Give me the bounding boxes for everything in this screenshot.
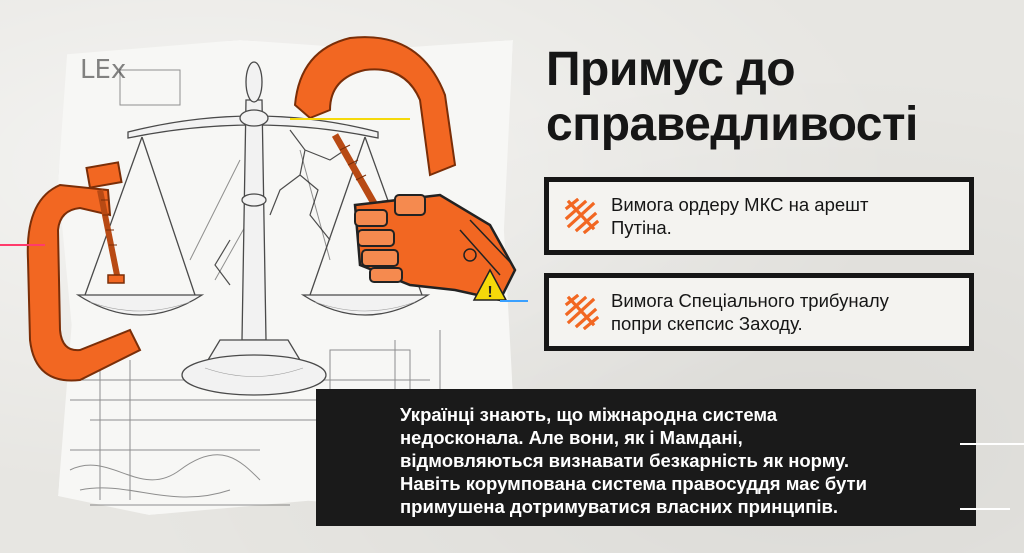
title-line-1: Примус до [546, 43, 796, 96]
statement-line: примушена дотримуватися власних принципі… [400, 496, 839, 517]
sketch-text: LEx [80, 55, 126, 85]
statement-line: недосконала. Але вони, як і Мамдані, [400, 427, 743, 448]
demand-text-line: Вимога ордеру МКС на арешт [611, 194, 869, 215]
trident-stripes-icon [564, 198, 599, 234]
glitch-line [0, 244, 45, 246]
glitch-line [500, 300, 528, 302]
glitch-line [960, 508, 1010, 510]
demand-card-icc-warrant: Вимога ордеру МКС на арешт Путіна. [544, 177, 974, 255]
page-title: Примус до справедливості [546, 42, 1006, 152]
statement-block: Українці знають, що міжнародна система н… [316, 389, 976, 526]
scales-illustration: ! LEx [26, 36, 517, 506]
warning-icon: ! [472, 268, 508, 301]
trident-stripes-icon [564, 294, 599, 330]
demand-text-line: попри скепсис Заходу. [611, 313, 803, 334]
statement-line: Українці знають, що міжнародна система [400, 404, 778, 425]
statement-line: відмовляються визнавати безкарність як н… [400, 450, 849, 471]
scales-of-justice-icon [75, 61, 431, 396]
statement-line: Навіть корумпована система правосуддя ма… [400, 473, 867, 494]
title-line-2: справедливості [546, 98, 918, 151]
demand-text: Вимога ордеру МКС на арешт Путіна. [611, 193, 868, 239]
demand-text-line: Вимога Спеціального трибуналу [611, 290, 889, 311]
clamp-icon [26, 161, 142, 382]
glitch-line [960, 443, 1024, 445]
demand-text: Вимога Спеціального трибуналу попри скеп… [611, 289, 889, 335]
clamp-icon [293, 36, 457, 207]
glitch-line [290, 118, 410, 120]
warning-glyph: ! [487, 284, 492, 301]
demand-text-line: Путіна. [611, 217, 672, 238]
robot-hand-icon [353, 193, 517, 302]
demand-card-special-tribunal: Вимога Спеціального трибуналу попри скеп… [544, 273, 974, 351]
